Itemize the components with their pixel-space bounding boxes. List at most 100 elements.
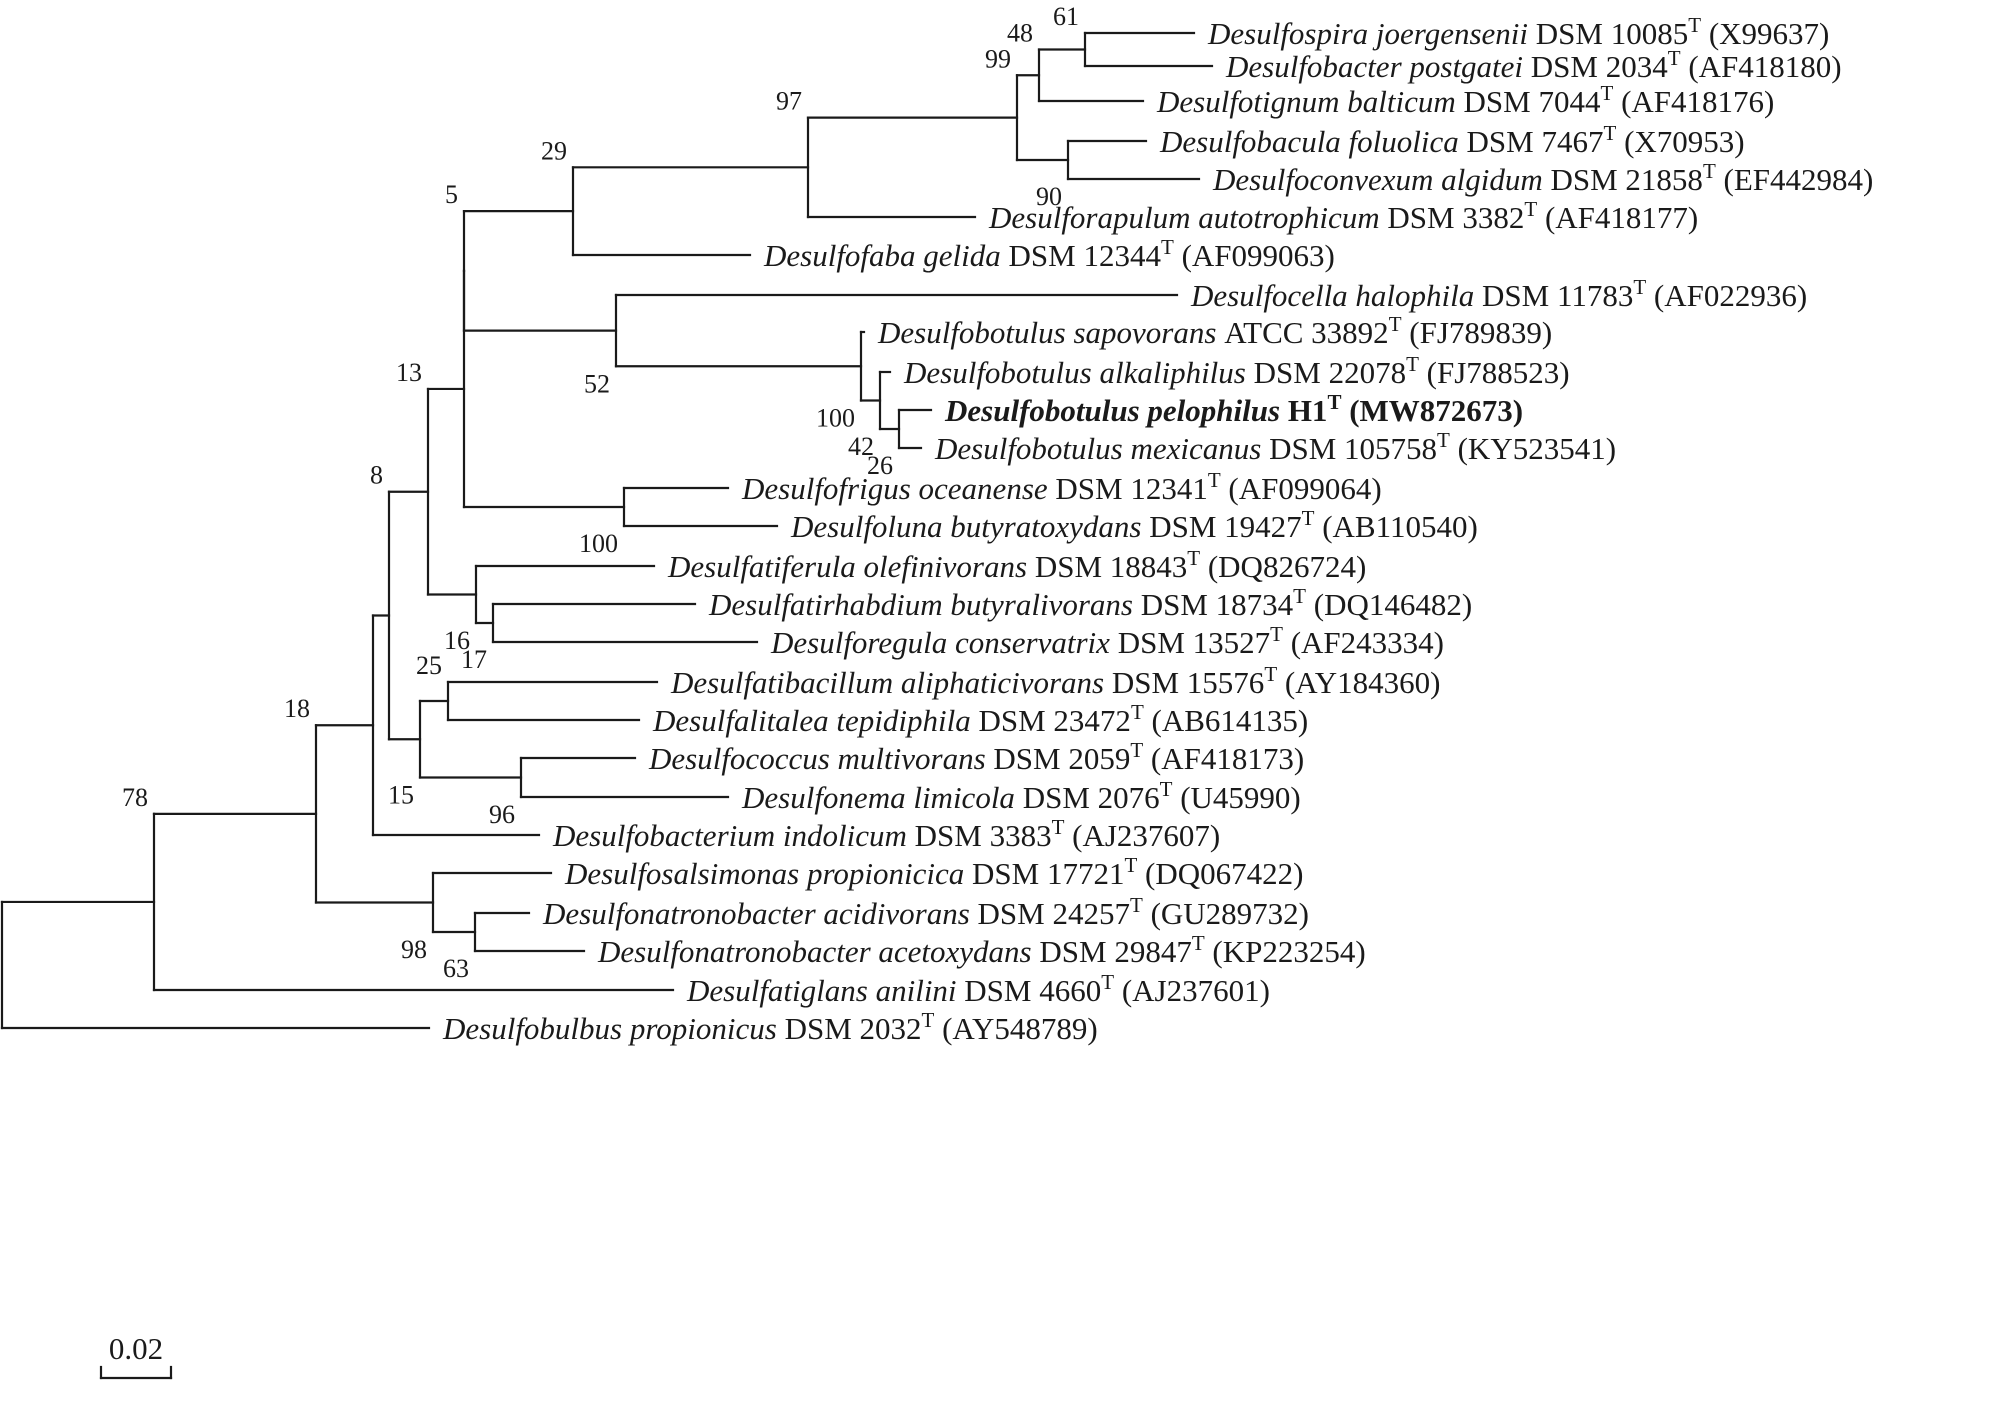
taxon-strain: DSM 18734 [1141, 587, 1294, 622]
type-strain-mark: T [1601, 81, 1614, 105]
taxon-label: Desulfospira joergensenii DSM 10085T (X9… [1207, 13, 1829, 51]
taxon-label: Desulfatiglans anilini DSM 4660T (AJ2376… [686, 970, 1270, 1008]
taxon-label: Desulfobotulus alkaliphilus DSM 22078T (… [903, 352, 1570, 390]
taxon-name: Desulfobotulus pelophilus [944, 393, 1288, 428]
scale-bar-label: 0.02 [109, 1331, 163, 1366]
taxon-label: Desulfobotulus sapovorans ATCC 33892T (F… [877, 312, 1552, 350]
taxon-name: Desulfobotulus sapovorans [877, 315, 1224, 350]
bootstrap-value: 5 [445, 180, 458, 209]
bootstrap-value: 48 [1007, 19, 1033, 48]
taxon-name: Desulfosalsimonas propionicica [564, 856, 972, 891]
taxon-accession: (X70953) [1616, 124, 1744, 159]
taxon-accession: (DQ146482) [1306, 587, 1472, 622]
bootstrap-value: 25 [416, 651, 442, 680]
taxon-label: Desulfotignum balticum DSM 7044T (AF4181… [1156, 81, 1774, 119]
type-strain-mark: T [1101, 970, 1114, 994]
taxon-strain: DSM 7467 [1467, 124, 1604, 159]
taxon-label: Desulfoluna butyratoxydans DSM 19427T (A… [790, 506, 1478, 544]
taxon-accession: (AF418173) [1143, 741, 1304, 776]
taxon-label: Desulfatirhabdium butyralivorans DSM 187… [708, 584, 1472, 622]
taxon-strain: DSM 3382 [1387, 200, 1524, 235]
taxon-name: Desulfoluna butyratoxydans [790, 509, 1149, 544]
type-strain-mark: T [1192, 931, 1205, 955]
taxon-label: Desulfobulbus propionicus DSM 2032T (AY5… [442, 1008, 1098, 1046]
type-strain-mark: T [1187, 546, 1200, 570]
taxon-accession: (FJ789839) [1402, 315, 1553, 350]
bootstrap-value: 100 [816, 404, 855, 433]
bootstrap-value: 97 [776, 87, 802, 116]
bootstrap-value: 42 [848, 432, 874, 461]
taxon-name: Desulfocella halophila [1190, 278, 1482, 313]
taxon-accession: (AB110540) [1314, 509, 1477, 544]
type-strain-mark: T [1161, 235, 1174, 259]
taxon-label: Desulforegula conservatrix DSM 13527T (A… [770, 622, 1444, 660]
taxon-label: Desulfoconvexum algidum DSM 21858T (EF44… [1212, 159, 1873, 197]
taxon-accession: (KP223254) [1205, 934, 1366, 969]
bootstrap-value: 52 [584, 369, 610, 398]
scale-bar: 0.02 [99, 1331, 173, 1380]
taxon-name: Desulforapulum autotrophicum [988, 200, 1387, 235]
type-strain-mark: T [1270, 622, 1283, 646]
taxon-name: Desulfatiglans anilini [686, 973, 964, 1008]
taxon-label: Desulfobotulus mexicanus DSM 105758T (KY… [934, 428, 1616, 466]
bootstrap-value: 8 [370, 461, 383, 490]
taxon-strain: DSM 22078 [1254, 355, 1406, 390]
taxon-name: Desulfobacula foluolica [1159, 124, 1467, 159]
taxon-strain: DSM 19427 [1149, 509, 1301, 544]
taxon-strain: DSM 21858 [1550, 162, 1702, 197]
taxon-label: Desulfobacterium indolicum DSM 3383T (AJ… [552, 815, 1220, 853]
taxon-accession: (AY548789) [934, 1011, 1097, 1046]
taxon-accession: (AF022936) [1646, 278, 1807, 313]
taxon-accession: (AB614135) [1144, 703, 1308, 738]
taxon-label: Desulfonatronobacter acetoxydans DSM 298… [597, 931, 1366, 969]
taxon-strain: DSM 12341 [1055, 471, 1207, 506]
taxon-label: Desulfonatronobacter acidivorans DSM 242… [542, 893, 1309, 931]
taxon-strain: DSM 29847 [1039, 934, 1191, 969]
taxon-accession: (AJ237607) [1064, 818, 1220, 853]
taxon-strain: DSM 2032 [785, 1011, 922, 1046]
taxon-strain: DSM 2059 [993, 741, 1130, 776]
taxon-accession: (DQ067422) [1137, 856, 1303, 891]
taxon-name: Desulfobacter postgatei [1225, 49, 1531, 84]
bootstrap-value: 63 [443, 954, 469, 983]
type-strain-mark: T [1703, 159, 1716, 183]
type-strain-mark: T [1052, 815, 1065, 839]
taxon-name: Desulfobotulus mexicanus [934, 431, 1269, 466]
taxon-accession: (U45990) [1172, 780, 1300, 815]
bootstrap-value: 26 [867, 451, 893, 480]
taxon-accession: (AF418180) [1681, 49, 1842, 84]
taxon-accession: (AF243334) [1283, 625, 1444, 660]
bootstrap-value: 61 [1053, 2, 1079, 31]
taxon-strain: DSM 10085 [1536, 16, 1688, 51]
taxon-name: Desulfococcus multivorans [648, 741, 993, 776]
taxon-label: Desulfobotulus pelophilus H1T (MW872673) [944, 390, 1523, 428]
taxon-strain: DSM 4660 [964, 973, 1101, 1008]
bootstrap-value: 100 [579, 529, 618, 558]
taxon-accession: (AY184360) [1277, 665, 1440, 700]
type-strain-mark: T [1264, 662, 1277, 686]
taxon-label: Desulfatibacillum aliphaticivorans DSM 1… [670, 662, 1440, 700]
taxon-label: Desulfosalsimonas propionicica DSM 17721… [564, 853, 1303, 891]
taxon-accession: (DQ826724) [1200, 549, 1366, 584]
taxon-name: Desulfatirhabdium butyralivorans [708, 587, 1141, 622]
taxon-name: Desulfalitalea tepidiphila [652, 703, 978, 738]
bootstrap-value: 90 [1036, 182, 1062, 211]
taxon-strain: DSM 17721 [972, 856, 1124, 891]
taxon-accession: (KY523541) [1450, 431, 1616, 466]
bootstrap-value: 15 [388, 781, 414, 810]
type-strain-mark: T [922, 1008, 935, 1032]
taxon-strain: DSM 13527 [1118, 625, 1270, 660]
bootstrap-value: 98 [401, 935, 427, 964]
taxon-accession: (AJ237601) [1114, 973, 1270, 1008]
taxon-name: Desulfospira joergensenii [1207, 16, 1536, 51]
type-strain-mark: T [1524, 197, 1537, 221]
type-strain-mark: T [1688, 13, 1701, 37]
taxon-strain: DSM 12344 [1009, 238, 1162, 273]
taxon-strain: H1 [1288, 393, 1328, 428]
taxon-accession: (AF418176) [1613, 84, 1774, 119]
taxon-strain: DSM 3383 [915, 818, 1052, 853]
taxon-strain: DSM 15576 [1112, 665, 1264, 700]
taxon-label: Desulfococcus multivorans DSM 2059T (AF4… [648, 738, 1304, 776]
bootstrap-value: 78 [122, 783, 148, 812]
